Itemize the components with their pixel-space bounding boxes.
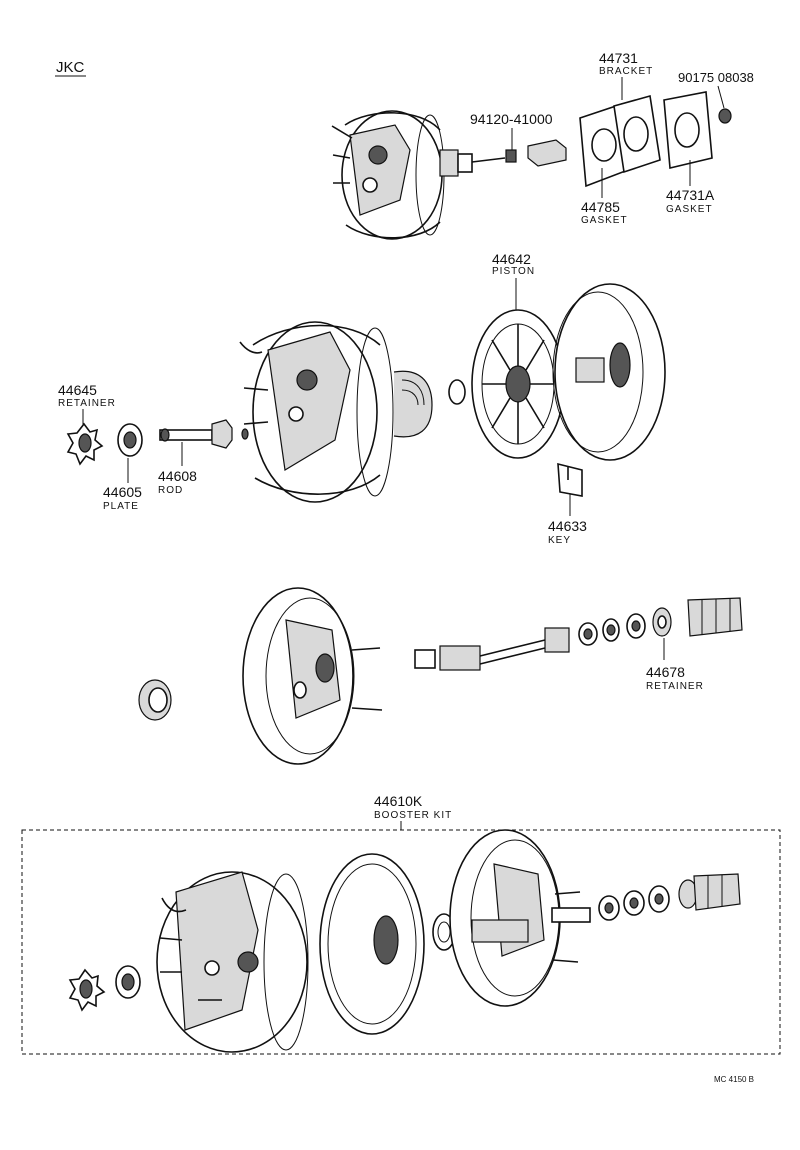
label-44645-number: 44645 xyxy=(58,382,97,398)
kit-boot-drawing xyxy=(678,873,741,911)
front-shell-drawing xyxy=(239,321,433,503)
label-90175-number: 90175 08038 xyxy=(678,70,754,85)
label-44610K-number: 44610K xyxy=(374,793,423,809)
retainer-44645-drawing xyxy=(66,422,104,466)
rear-shell-drawing xyxy=(552,283,666,461)
label-44610K-name: BOOSTER KIT xyxy=(374,810,452,821)
kit-retainer-drawing xyxy=(68,968,106,1012)
kit-plate-drawing xyxy=(115,965,141,999)
label-44731-number: 44731 xyxy=(599,50,638,66)
label-44608-number: 44608 xyxy=(158,468,197,484)
label-94120-number: 94120-41000 xyxy=(470,111,553,127)
kit-front-shell-drawing xyxy=(156,871,309,1053)
kit-rear-shell-drawing xyxy=(449,829,591,1007)
label-44605-name: PLATE xyxy=(103,501,139,512)
nut-90175 xyxy=(718,108,732,124)
label-44731A-number: 44731A xyxy=(666,187,715,203)
gasket-44731A-drawing xyxy=(663,91,713,169)
label-44633-name: KEY xyxy=(548,535,571,546)
label-44645-name: RETAINER xyxy=(58,398,116,409)
label-44731-name: BRACKET xyxy=(599,66,653,77)
nut-94120 xyxy=(505,149,517,163)
label-44731A-name: GASKET xyxy=(666,204,713,215)
plate-44605-drawing xyxy=(117,423,143,457)
boot-drawing xyxy=(687,597,743,637)
label-44785-name: GASKET xyxy=(581,215,628,226)
rear-shell-lower-drawing xyxy=(242,587,383,765)
push-rod-drawing xyxy=(414,627,570,671)
seal-ring xyxy=(138,679,172,721)
label-44678-number: 44678 xyxy=(646,664,685,680)
label-44642-number: 44642 xyxy=(492,251,531,267)
piston-44642-drawing xyxy=(471,309,565,459)
rod-44608-drawing xyxy=(159,419,249,449)
label-44608-name: ROD xyxy=(158,485,183,496)
model-code: JKC xyxy=(56,59,85,76)
booster-kit-boundary xyxy=(21,829,781,1055)
diagram-reference-code: MC 4150 B xyxy=(714,1075,754,1084)
key-44633-drawing xyxy=(557,462,583,497)
label-44633-number: 44633 xyxy=(548,518,587,534)
label-44642-name: PISTON xyxy=(492,266,535,277)
retainer-44678-drawing xyxy=(652,607,672,637)
bracket-44731-drawing xyxy=(613,94,661,174)
label-44785-number: 44785 xyxy=(581,199,620,215)
clevis-block xyxy=(527,139,567,167)
kit-spacer-rings xyxy=(598,885,670,921)
booster-assembly-drawing xyxy=(331,110,506,240)
spacer-rings xyxy=(578,613,646,646)
label-44678-name: RETAINER xyxy=(646,681,704,692)
kit-diaphragm-drawing xyxy=(319,853,425,1035)
label-44605-number: 44605 xyxy=(103,484,142,500)
o-ring xyxy=(448,379,466,405)
